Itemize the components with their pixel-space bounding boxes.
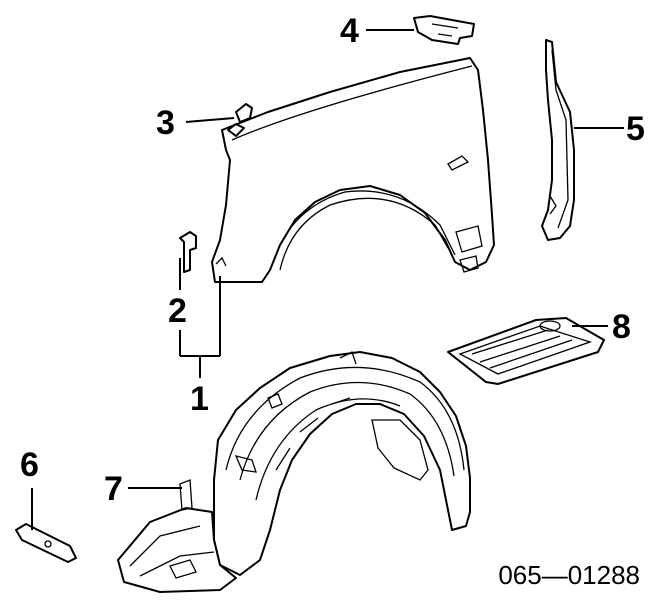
figure-code: 065—01288	[498, 560, 640, 590]
under-shield-plate	[447, 317, 605, 385]
callout-5: 5	[626, 110, 645, 148]
fender-liner	[117, 351, 471, 593]
fender-bracket	[179, 231, 197, 273]
callout-7: 7	[104, 470, 123, 508]
callout-labels: 4 3 5 2 8 1 7 6	[20, 12, 645, 508]
top-mounting-bracket	[413, 15, 475, 45]
callout-1: 1	[190, 380, 209, 418]
front-fender-panel	[211, 57, 495, 283]
callout-8: 8	[612, 308, 631, 346]
callout-2: 2	[168, 292, 187, 330]
flap-bracket	[15, 523, 77, 563]
callout-4: 4	[340, 12, 359, 50]
leader-lines	[31, 29, 624, 530]
callout-3: 3	[156, 104, 175, 142]
callout-6: 6	[20, 446, 39, 484]
fender-side-seal	[541, 39, 575, 241]
fender-clip	[227, 103, 253, 137]
